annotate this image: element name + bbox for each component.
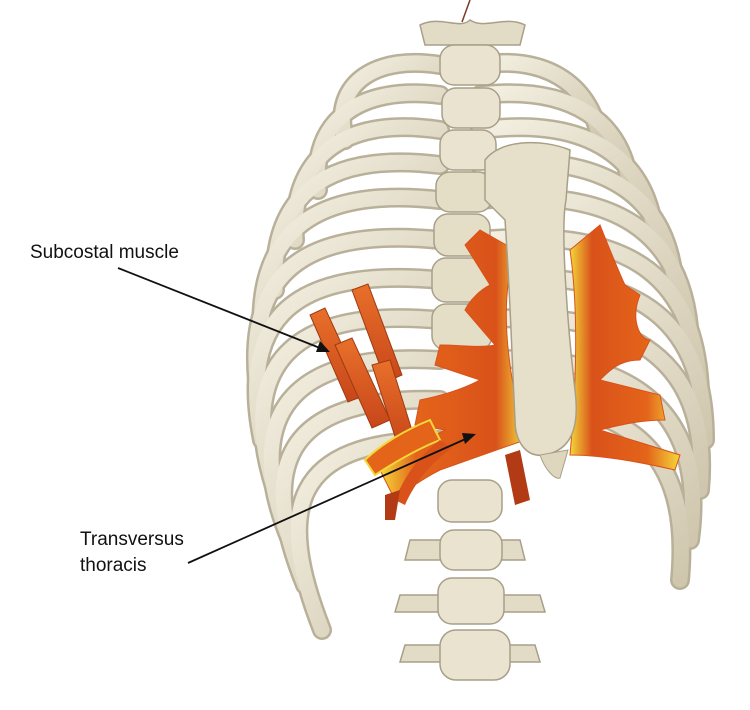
subcostal-muscle xyxy=(309,283,416,447)
vertebral-column xyxy=(393,19,547,681)
transversus-label-line-1: Transversus xyxy=(80,529,184,550)
transversus-thoracis-label: Transversus thoracis xyxy=(80,527,184,579)
sternum xyxy=(484,141,577,479)
transversus-arrowhead xyxy=(462,433,476,444)
transversus-label-line-2: thoracis xyxy=(80,555,147,576)
subcostal-muscle-label: Subcostal muscle xyxy=(30,242,179,263)
transversus-leader-line xyxy=(187,436,471,564)
subcostal-arrowhead xyxy=(316,341,330,352)
subcostal-leader-line xyxy=(117,267,326,351)
top-vessel-line xyxy=(461,0,471,23)
